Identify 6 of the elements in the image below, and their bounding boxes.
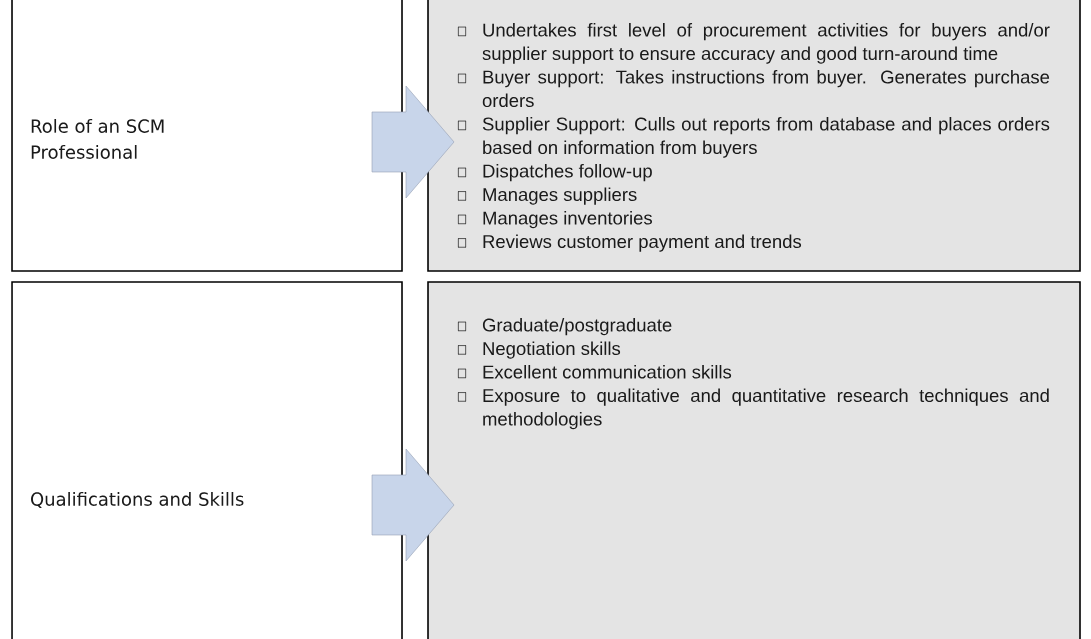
label-box: Qualifications and Skills	[11, 281, 403, 639]
block-arrow	[371, 448, 455, 562]
label-box: Role of an SCM Professional	[11, 0, 403, 272]
list-panel: Undertakes first level of procurement activities for buyers and/or supplier support to ensure accuracy and good turn-around time Buyer support: Takes instructions from buyer. Generates purchase orders Supplier Support: Culls out reports from database and places orders based on information from buyers Dispatches follow-up Manages suppliers Manages inventories Reviews customer payment and trends	[427, 0, 1081, 272]
list-panel: Graduate/postgraduate Negotiation skills Excellent communication skills Exposure to qualitative and quantitative research techniques and methodologies	[427, 281, 1081, 639]
block-arrow	[371, 85, 455, 199]
